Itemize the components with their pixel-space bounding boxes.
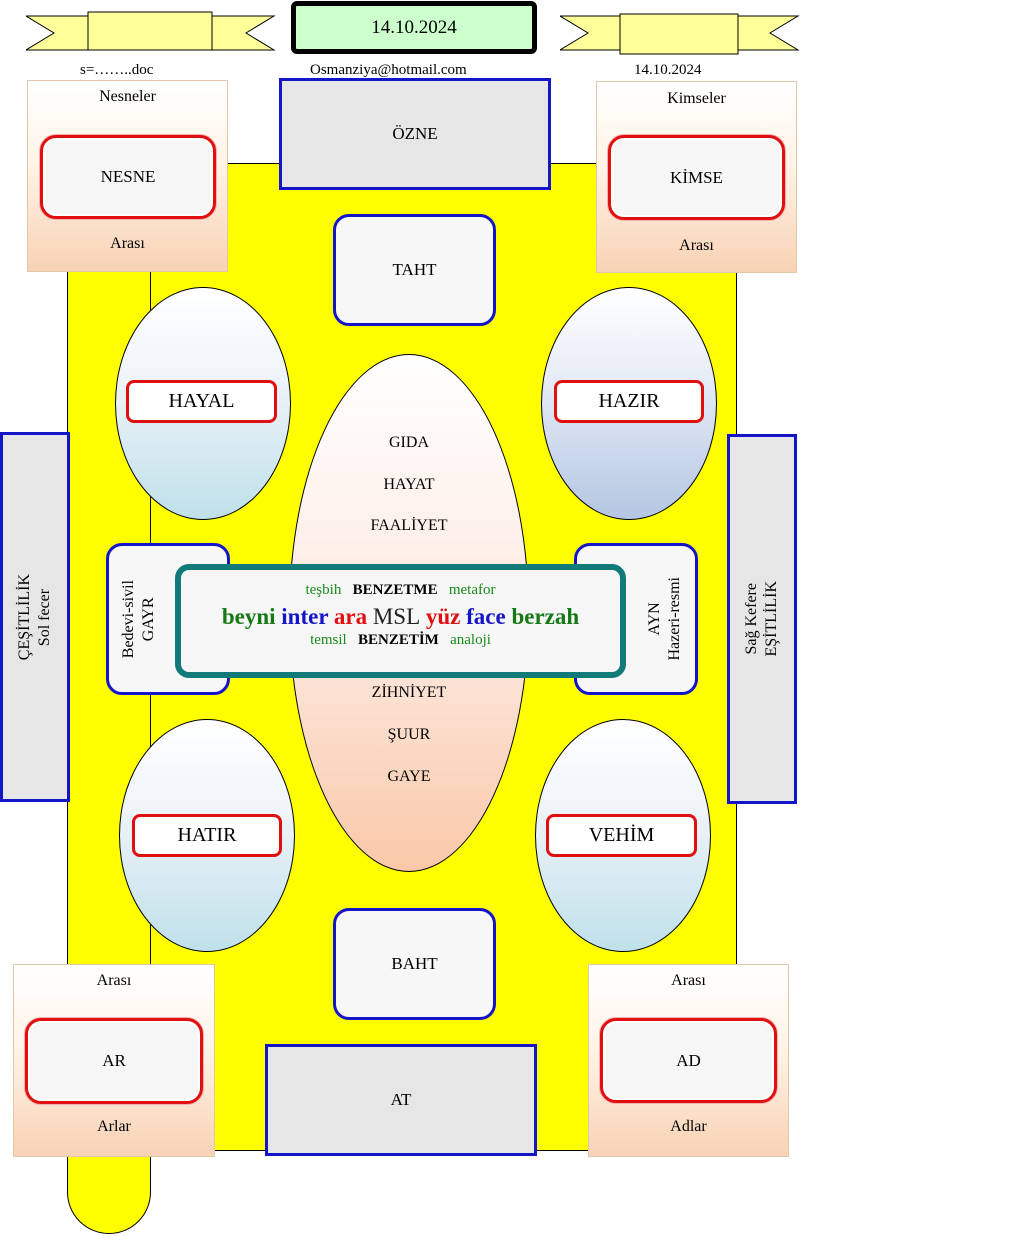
gayr-line1: Bedevi-sivil	[120, 579, 137, 659]
email-text: Osmanziya@hotmail.com	[310, 62, 467, 78]
baht-box: BAHT	[333, 908, 496, 1020]
benzetme-row2: beyni inter ara MSL yüz face berzah	[181, 604, 620, 630]
esitlilik-box: Sağ Kefere EŞİTLİLİK	[727, 434, 797, 804]
analoji-text: analoji	[450, 632, 491, 648]
nesneler-panel: Nesneler NESNE Arası	[27, 80, 228, 272]
cesitlilik-box: ÇEŞİTLİLİK Sol fecer	[0, 432, 70, 802]
hayal-label-box: HAYAL	[126, 380, 277, 423]
kimseler-footer: Arası	[679, 237, 714, 254]
ad-box: AD	[600, 1018, 777, 1103]
cesitlilik-line2: Sol fecer	[36, 588, 53, 646]
nesneler-footer: Arası	[110, 235, 145, 252]
taht-box: TAHT	[333, 214, 496, 326]
kimseler-title: Kimseler	[667, 90, 726, 107]
date-box-text: 14.10.2024	[371, 16, 457, 38]
vehim-label-box: VEHİM	[546, 814, 697, 857]
tesbih-text: teşbih	[305, 582, 342, 598]
benzetme-row3: temsil BENZETİM analoji	[181, 632, 620, 649]
at-box: AT	[265, 1044, 537, 1156]
hazir-label: HAZIR	[598, 390, 660, 412]
center-lower-1: ZİHNİYET	[371, 684, 447, 701]
temsil-text: temsil	[310, 632, 347, 648]
kimse-box: KİMSE	[608, 135, 785, 220]
face-text: face	[466, 604, 506, 629]
arlar-title: Arası	[96, 972, 132, 989]
center-upper-1: GIDA	[389, 434, 429, 451]
beyni-text: beyni	[221, 604, 276, 629]
file-label: s=……..doc	[80, 62, 154, 78]
benzetme-box: teşbih BENZETME metafor beyni inter ara …	[175, 564, 626, 678]
arlar-footer: Arlar	[97, 1118, 131, 1135]
metafor-text: metafor	[448, 582, 496, 598]
yuz-text: yüz	[425, 604, 461, 629]
ayn-line2: Hazeri-resmi	[666, 577, 683, 661]
benzetme-row1: teşbih BENZETME metafor	[181, 582, 620, 599]
arlar-panel: Arası AR Arlar	[13, 964, 215, 1157]
ayn-line1: AYN	[646, 602, 663, 636]
date-box: 14.10.2024	[291, 1, 537, 54]
nesne-label: NESNE	[100, 167, 156, 186]
esitlilik-text: Sağ Kefere EŞİTLİLİK	[742, 581, 782, 657]
left-ribbon-banner	[26, 11, 276, 51]
msl-text: MSL	[372, 604, 421, 629]
gayr-text: Bedevi-sivil GAYR	[119, 580, 159, 658]
benzetme-text: BENZETME	[352, 582, 438, 598]
taht-label: TAHT	[392, 260, 437, 279]
center-upper-2: HAYAT	[383, 476, 435, 493]
ad-label: AD	[676, 1050, 701, 1070]
hatir-label-box: HATIR	[132, 814, 282, 857]
benzetim-text: BENZETİM	[357, 632, 439, 648]
center-lower-3: GAYE	[387, 768, 431, 785]
kimseler-panel: Kimseler KİMSE Arası	[596, 81, 797, 273]
center-upper-3: FAALİYET	[370, 517, 448, 534]
hayal-label: HAYAL	[168, 390, 235, 412]
baht-label: BAHT	[391, 954, 438, 973]
right-ribbon-banner	[560, 13, 800, 55]
cesitlilik-line1: ÇEŞİTLİLİK	[16, 573, 33, 661]
ayn-text: AYN Hazeri-resmi	[645, 577, 685, 661]
adlar-panel: Arası AD Adlar	[588, 964, 789, 1157]
gayr-line2: GAYR	[140, 597, 157, 641]
hatir-label: HATIR	[177, 824, 237, 846]
inter-text: inter	[281, 604, 329, 629]
ara-text: ara	[333, 604, 368, 629]
at-label: AT	[390, 1090, 412, 1109]
nesneler-title: Nesneler	[99, 88, 156, 105]
adlar-footer: Adlar	[670, 1118, 707, 1135]
vehim-label: VEHİM	[588, 824, 655, 846]
adlar-title: Arası	[671, 972, 706, 989]
hazir-label-box: HAZIR	[554, 380, 704, 423]
ar-box: AR	[25, 1018, 203, 1104]
ar-label: AR	[102, 1051, 126, 1070]
berzah-text: berzah	[511, 604, 580, 629]
ozne-label: ÖZNE	[392, 124, 438, 143]
center-lower-2: ŞUUR	[387, 726, 431, 743]
esitlilik-line2: EŞİTLİLİK	[763, 581, 780, 657]
right-date: 14.10.2024	[634, 62, 702, 78]
cesitlilik-text: ÇEŞİTLİLİK Sol fecer	[15, 574, 55, 660]
ozne-box: ÖZNE	[279, 78, 551, 190]
esitlilik-line1: Sağ Kefere	[743, 583, 760, 655]
nesne-box: NESNE	[40, 135, 216, 219]
kimse-label: KİMSE	[670, 167, 723, 187]
